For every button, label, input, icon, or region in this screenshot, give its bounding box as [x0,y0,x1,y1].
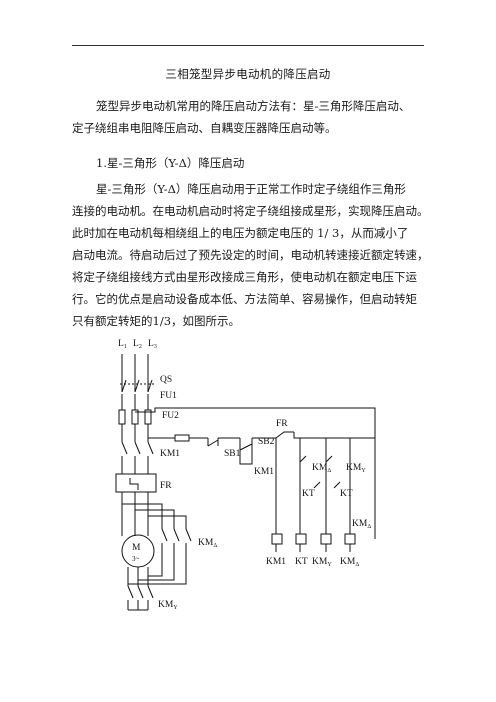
intro-paragraph: 笼型异步电动机常用的降压启动方法有：星-三角形降压启动、 定子绕组串电阻降压启动… [72,95,425,139]
body-line-7: 只有额定转矩的1/3，如图所示。 [72,314,241,328]
star-delta-circuit-diagram: L1 L2 L3 QS FU1 FU2 KM1 FR M 3~ KMΔ KMY … [115,339,376,611]
label-km-delta-main: KMΔ [198,538,217,549]
label-sb2: SB2 [258,437,275,447]
diagram-labels: L1 L2 L3 QS FU1 FU2 KM1 FR M 3~ KMΔ KMY … [118,339,371,611]
coil-label-kt: KT [295,557,308,567]
label-qs: QS [160,375,172,385]
header-rule [72,45,424,46]
intro-line-1: 笼型异步电动机常用的降压启动方法有：星-三角形降压启动、 [96,99,411,113]
body-line-3: 此时加在电动机每相绕组上的电压为额定电压的 1/ 3，从而减小了 [72,226,409,240]
label-km-y-main: KMY [158,600,178,611]
label-fr-main: FR [160,481,172,491]
body-line-5: 将定子绕组接线方式由星形改接成三角形，使电动机在额定电压下运 [72,270,417,284]
label-L3: L3 [148,339,157,350]
label-motor: M [132,543,141,553]
section-heading: 1.星-三角形（Y-Δ）降压启动 [96,156,245,170]
label-L2: L2 [133,339,142,350]
label-fr-control: FR [276,419,288,429]
body-line-4: 启动电流。待启动后过了预先设定的时间，电动机转速接近额定转速， [72,248,429,262]
label-fu2: FU2 [162,411,179,421]
label-km1-hold: KM1 [254,467,274,477]
label-km1-main: KM1 [160,449,180,459]
label-fu1: FU1 [160,391,177,401]
label-kt-1: KT [302,489,315,499]
label-L1: L1 [118,339,127,350]
body-line-1: 星-三角形（Y-Δ）降压启动用于正常工作时定子绕组作三角形 [96,182,406,196]
document-title: 三相笼型异步电动机的降压启动 [165,67,331,81]
body-line-6: 行。它的优点是启动设备成本低、方法简单、容易操作，但启动转矩 [72,292,417,306]
label-km-delta-nc: KMΔ [312,463,331,474]
label-sb1: SB1 [224,449,241,459]
label-motor-sub: 3~ [132,555,140,563]
label-km-delta-hold: KMΔ [352,519,371,530]
label-kt-2: KT [340,489,353,499]
label-km-y-contact: KMY [346,463,366,474]
intro-line-2: 定子绕组串电阻降压启动、自耦变压器降压启动等。 [72,121,337,135]
body-line-2: 连接的电动机。在电动机启动时将定子绕组接成星形，实现降压启动。 [72,204,429,218]
coil-label-km1: KM1 [266,557,286,567]
body-paragraph: 星-三角形（Y-Δ）降压启动用于正常工作时定子绕组作三角形 连接的电动机。在电动… [72,178,429,332]
coil-label-km-y: KMY [312,557,332,568]
coil-label-km-delta: KMΔ [340,557,359,568]
